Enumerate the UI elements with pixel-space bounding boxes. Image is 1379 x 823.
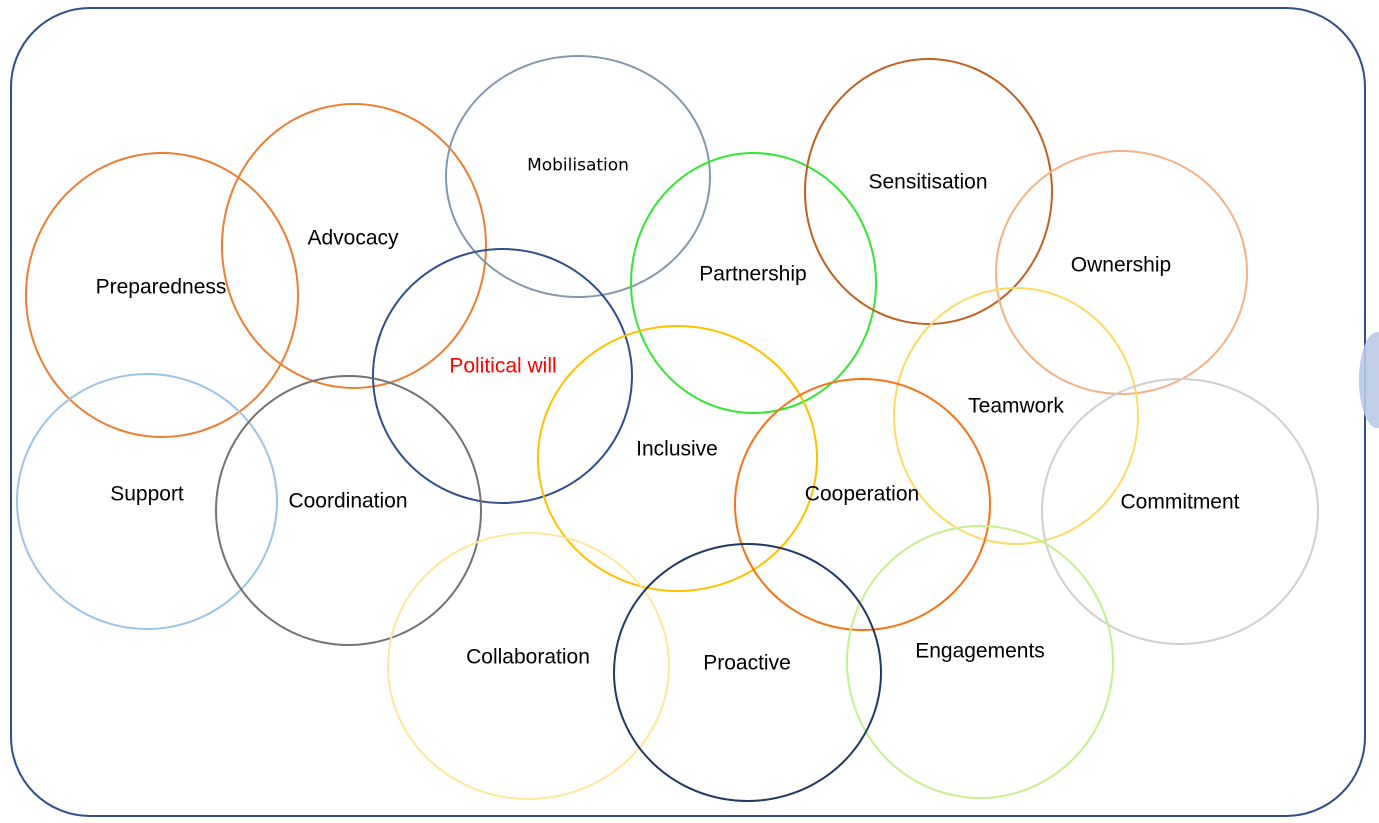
virus-graphic-fragment [1359,332,1379,428]
label-sensitisation: Sensitisation [868,170,988,194]
circle-commitment [1041,378,1319,645]
label-cooperation: Cooperation [804,482,920,506]
label-political-will: Political will [449,354,557,378]
label-teamwork: Teamwork [968,394,1064,418]
label-commitment: Commitment [1120,490,1240,514]
label-collaboration: Collaboration [466,645,590,669]
label-ownership: Ownership [1070,253,1172,277]
circle-proactive [613,543,882,802]
label-coordination: Coordination [288,489,408,513]
label-advocacy: Advocacy [307,226,399,250]
circle-coordination [215,375,482,646]
label-inclusive: Inclusive [636,437,718,461]
label-proactive: Proactive [703,651,791,675]
label-mobilisation: Mobilisation [527,155,629,176]
label-partnership: Partnership [699,262,807,286]
label-preparedness: Preparedness [95,275,227,299]
label-engagements: Engagements [915,639,1045,663]
label-support: Support [110,482,184,506]
